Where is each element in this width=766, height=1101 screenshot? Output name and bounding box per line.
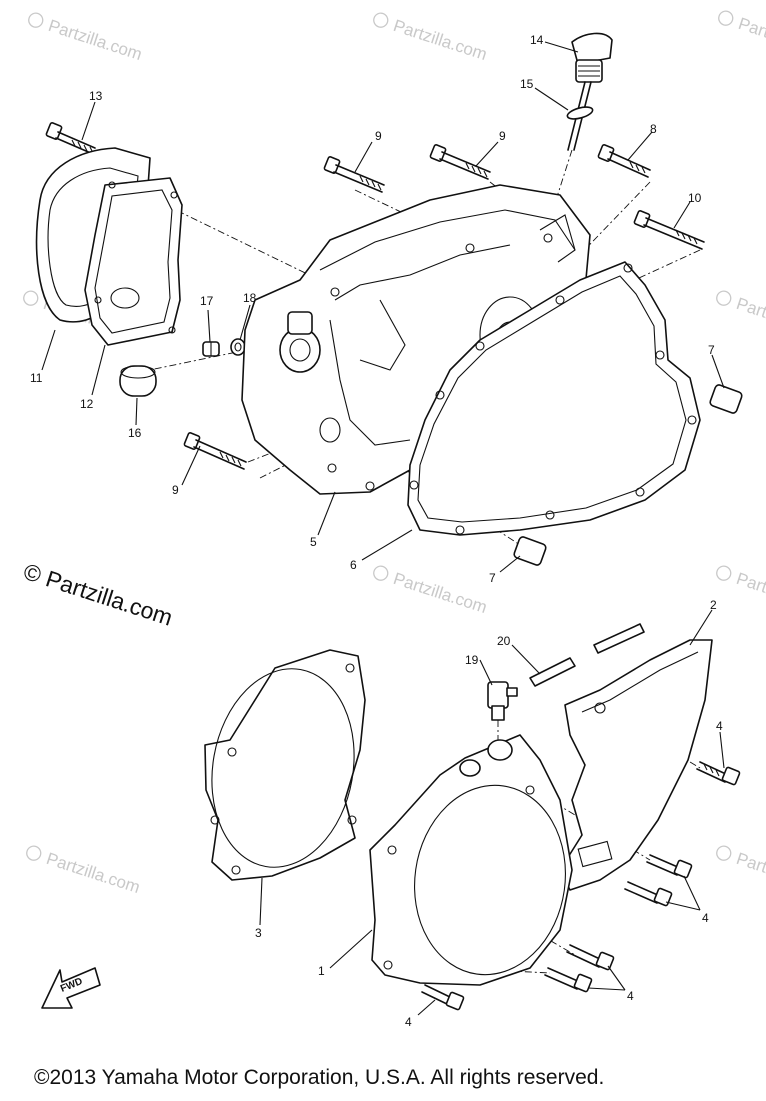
cap-16 [119,365,157,397]
callout-9c: 9 [172,483,179,497]
callout-16: 16 [128,426,142,440]
callout-18: 18 [243,291,257,305]
svg-text:Partzilla.com: Partzilla.com [44,849,142,897]
callout-13: 13 [89,89,103,103]
fitting-19 [487,681,518,721]
bolt-9c [183,432,247,470]
svg-text:Partzilla.com: Partzilla.com [734,294,766,342]
svg-text:Partzilla.com: Partzilla.com [391,569,489,617]
gasket-12 [84,177,183,346]
watermark-3: Partzilla.com [718,10,766,62]
callout-9b: 9 [499,129,506,143]
nut-17 [202,341,220,357]
watermark-8: Partzilla.com [716,565,766,617]
dowel-7a [709,384,743,414]
svg-text:© Partzilla.com: © Partzilla.com [20,558,175,631]
callout-15: 15 [520,77,534,91]
filler-cap-14 [567,32,613,151]
magneto-cover-1 [369,734,573,986]
chain-cover-2 [559,639,713,891]
dowel-7b [513,536,547,566]
svg-text:Partzilla.com: Partzilla.com [391,16,489,64]
callout-19: 19 [465,653,479,667]
watermark-1: Partzilla.com [28,12,144,64]
fwd-arrow: FWD [41,967,101,1009]
watermark-9: Partzilla.com [26,845,142,897]
bolt-9b [429,144,491,180]
svg-text:Partzilla.com: Partzilla.com [736,14,766,62]
gasket-6 [407,261,701,536]
callout-4c: 4 [627,989,634,1003]
bolt-4f [421,984,465,1011]
svg-text:Partzilla.com: Partzilla.com [734,849,766,897]
bolt-9a [323,156,385,193]
bolt-8 [597,144,651,178]
bolt-4e [544,967,593,993]
watermark-6: Partzilla.com [716,290,766,342]
callout-8: 8 [650,122,657,136]
watermark-11: Partzilla.com [716,845,766,897]
callout-leaders [41,41,725,1016]
bolt-4c [624,881,673,907]
callout-4a: 4 [716,719,723,733]
gasket-3 [204,649,366,881]
callout-12: 12 [80,397,94,411]
bolt-4b [646,854,693,879]
callout-1: 1 [318,964,325,978]
callout-10: 10 [688,191,702,205]
hose-20 [529,623,645,687]
callout-14: 14 [530,33,544,47]
washer-18 [230,338,246,356]
callout-17: 17 [200,294,214,308]
watermark-2: Partzilla.com [373,12,489,64]
bolt-4d [566,944,615,971]
callout-3: 3 [255,926,262,940]
callouts: 13 11 12 16 17 18 14 15 9 9 8 10 7 9 5 6… [30,33,723,1029]
callout-7b: 7 [489,571,496,585]
callout-4d: 4 [405,1015,412,1029]
watermark-main: © Partzilla.com [20,558,175,631]
callout-9a: 9 [375,129,382,143]
watermark-7: Partzilla.com [373,565,489,617]
svg-text:Partzilla.com: Partzilla.com [734,569,766,617]
callout-2: 2 [710,598,717,612]
bolt-10 [633,210,705,250]
callout-20: 20 [497,634,511,648]
callout-5: 5 [310,535,317,549]
callout-6: 6 [350,558,357,572]
bolt-13 [45,122,96,155]
copyright-notice: ©2013 Yamaha Motor Corporation, U.S.A. A… [34,1066,604,1089]
callout-11: 11 [30,371,43,385]
o-ring-15 [566,106,594,120]
svg-text:Partzilla.com: Partzilla.com [46,16,144,64]
callout-7a: 7 [708,343,715,357]
bolt-4a [696,761,741,786]
callout-4b: 4 [702,911,709,925]
